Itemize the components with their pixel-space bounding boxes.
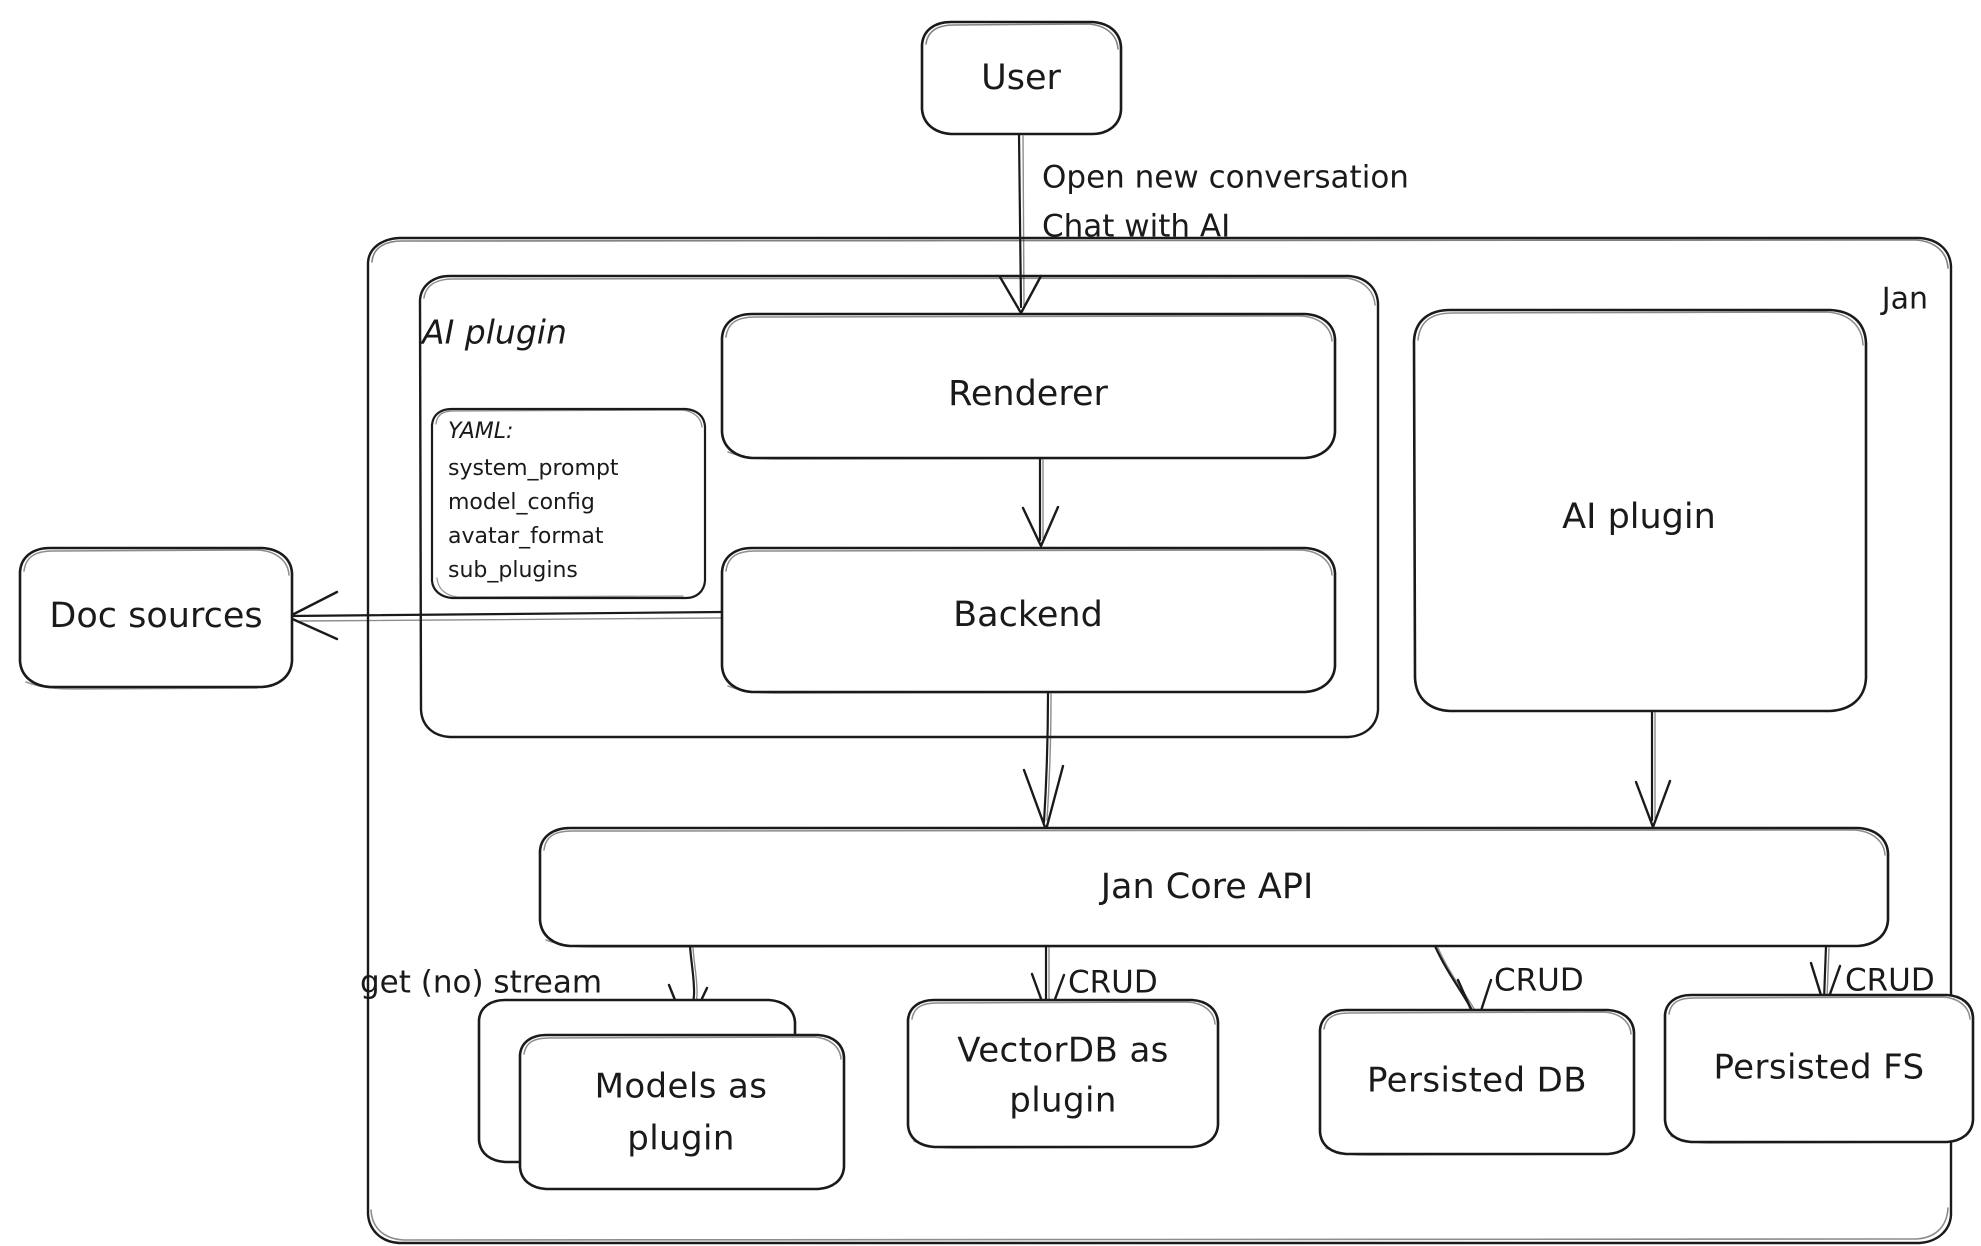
edge-label-core-to-vectordb: CRUD bbox=[1068, 965, 1158, 1001]
edge-renderer-to-backend bbox=[1021, 456, 1060, 548]
edge-core-to-persisted-db: CRUD bbox=[1433, 944, 1584, 1025]
node-backend-label: Backend bbox=[953, 595, 1103, 635]
card-yaml-config: YAML: system_prompt model_config avatar_… bbox=[430, 407, 707, 600]
node-jan-core-api[interactable]: Jan Core API bbox=[538, 826, 1890, 948]
edge-ai-plugin-to-core-api bbox=[1634, 709, 1672, 829]
node-persisted-db-label: Persisted DB bbox=[1367, 1061, 1587, 1101]
node-ai-plugin[interactable]: AI plugin bbox=[1412, 308, 1868, 713]
node-ai-plugin-label: AI plugin bbox=[1562, 497, 1716, 537]
node-renderer-label: Renderer bbox=[948, 374, 1108, 414]
yaml-card-line-1: model_config bbox=[448, 490, 595, 515]
node-vectordb-plugin[interactable]: VectorDB as plugin bbox=[906, 998, 1220, 1149]
node-user[interactable]: User bbox=[920, 20, 1123, 136]
node-models-plugin[interactable]: Models as plugin bbox=[477, 998, 846, 1191]
node-jan-core-api-label: Jan Core API bbox=[1099, 867, 1314, 907]
edge-core-to-persisted-fs: CRUD bbox=[1809, 944, 1935, 1010]
yaml-card-line-3: sub_plugins bbox=[448, 558, 578, 583]
edge-core-to-vectordb: CRUD bbox=[1030, 944, 1158, 1020]
yaml-card-line-2: avatar_format bbox=[448, 524, 604, 549]
node-models-plugin-label-line2: plugin bbox=[627, 1119, 735, 1159]
container-jan-label: Jan bbox=[1880, 282, 1928, 317]
container-jan: Jan bbox=[366, 236, 1953, 1245]
node-doc-sources[interactable]: Doc sources bbox=[18, 546, 294, 690]
edge-label-core-to-persisted-db: CRUD bbox=[1494, 963, 1584, 999]
edge-label-core-to-persisted-fs: CRUD bbox=[1845, 963, 1935, 999]
edge-label-user-to-renderer-line2: Chat with AI bbox=[1042, 209, 1230, 245]
node-backend[interactable]: Backend bbox=[720, 546, 1337, 694]
node-doc-sources-label: Doc sources bbox=[49, 596, 262, 636]
container-ai-plugin-group-label: AI plugin bbox=[420, 313, 567, 352]
edge-backend-to-core-api bbox=[1022, 690, 1065, 832]
edge-label-core-to-models: get (no) stream bbox=[360, 965, 602, 1001]
edge-user-to-renderer: Open new conversation Chat with AI bbox=[998, 132, 1409, 315]
node-user-label: User bbox=[981, 58, 1061, 98]
yaml-card-line-0: system_prompt bbox=[448, 456, 619, 481]
container-ai-plugin-group: AI plugin bbox=[418, 274, 1380, 739]
node-persisted-fs-label: Persisted FS bbox=[1713, 1048, 1924, 1088]
node-vectordb-plugin-label-line2: plugin bbox=[1009, 1081, 1117, 1121]
node-persisted-db[interactable]: Persisted DB bbox=[1318, 1008, 1636, 1156]
edge-label-user-to-renderer-line1: Open new conversation bbox=[1042, 160, 1409, 196]
node-models-plugin-label-line1: Models as bbox=[595, 1067, 768, 1107]
node-renderer[interactable]: Renderer bbox=[720, 312, 1337, 460]
yaml-card-title: YAML: bbox=[448, 419, 513, 444]
node-persisted-fs[interactable]: Persisted FS bbox=[1663, 993, 1975, 1144]
node-vectordb-plugin-label-line1: VectorDB as bbox=[957, 1031, 1169, 1071]
